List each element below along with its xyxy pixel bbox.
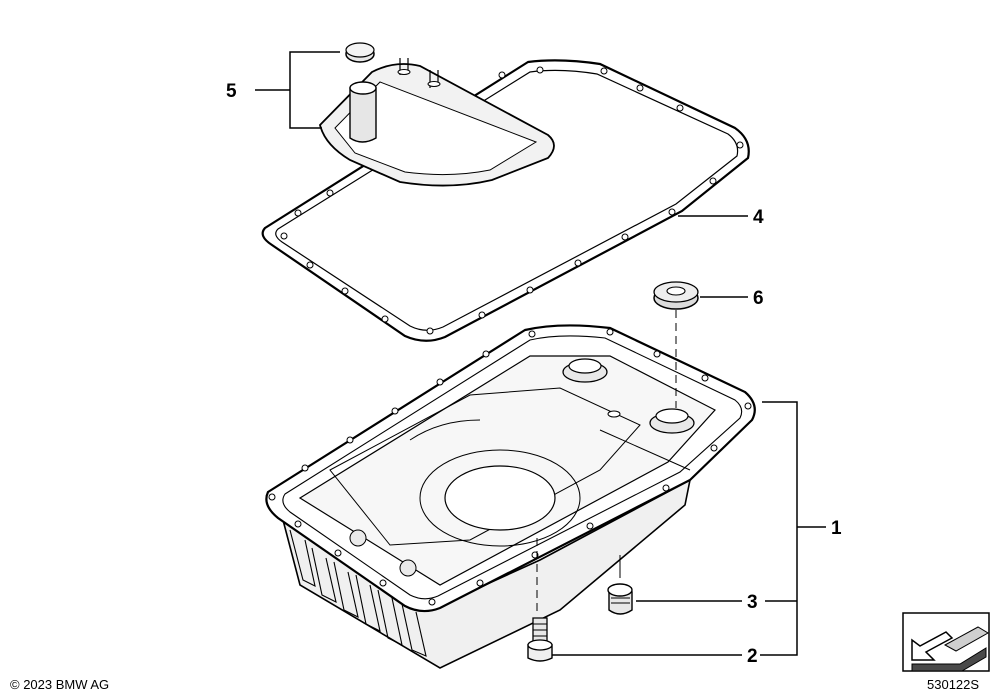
callout-5: 5 bbox=[226, 81, 237, 102]
sealing-ring[interactable] bbox=[653, 281, 699, 310]
callout-6: 6 bbox=[753, 288, 764, 309]
callout-4: 4 bbox=[753, 207, 764, 228]
copyright-text: © 2023 BMW AG bbox=[10, 677, 110, 692]
arrow-direction-icon bbox=[902, 612, 990, 672]
screw-plug[interactable] bbox=[607, 583, 633, 615]
bolt[interactable] bbox=[527, 617, 553, 662]
callout-2: 2 bbox=[747, 646, 758, 667]
oil-filter[interactable] bbox=[319, 58, 555, 187]
diagram-id: 530122S bbox=[927, 677, 980, 692]
callout-3: 3 bbox=[747, 592, 758, 613]
gasket[interactable] bbox=[261, 59, 750, 342]
oil-pan[interactable] bbox=[265, 324, 756, 669]
callout-1: 1 bbox=[831, 518, 842, 539]
filter-seal[interactable] bbox=[345, 42, 375, 63]
leader-lines bbox=[255, 51, 826, 656]
